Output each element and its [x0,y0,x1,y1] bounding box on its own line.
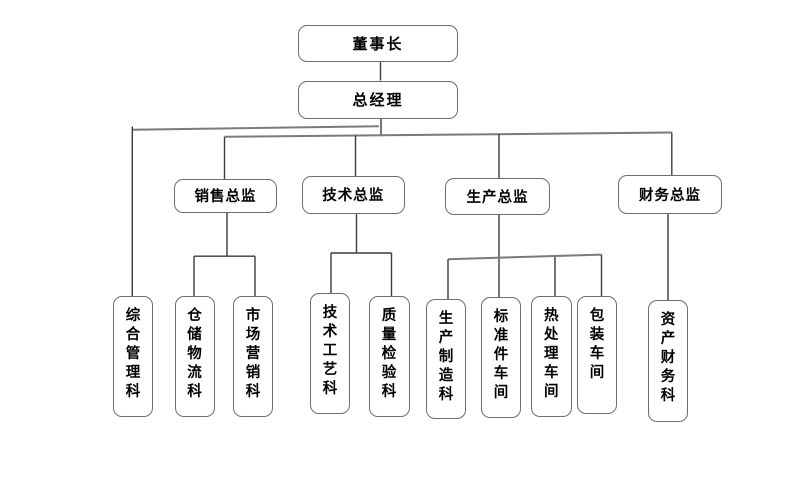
node-label: 热处理车间 [544,308,559,400]
node-general-manager: 总经理 [298,80,458,119]
node-label: 仓储物流科 [187,308,202,400]
connector-line [447,253,602,261]
connector-line [224,131,672,138]
node-label: 质量检验科 [381,308,397,400]
node-dept-general-management: 综合管理科 [113,295,153,417]
node-label: 包装车间 [589,307,605,381]
node-dept-technical-process: 技术工艺科 [310,293,350,414]
node-director-production: 生产总监 [445,178,550,215]
node-label: 标准件车间 [493,308,509,401]
node-dept-quality-inspection: 质量检验科 [368,296,410,417]
node-director-sales: 销售总监 [174,179,277,213]
node-dept-production-manufacturing: 生产制造科 [426,299,466,419]
connector-line [131,125,380,131]
node-workshop-standard-parts: 标准件车间 [481,296,521,418]
node-director-technology: 技术总监 [301,175,405,214]
node-dept-marketing: 市场营销科 [233,296,273,417]
node-label: 技术工艺科 [322,305,338,397]
node-label: 综合管理科 [125,307,141,400]
node-chairman: 董事长 [298,25,458,62]
node-label: 资产财务科 [660,312,676,404]
node-workshop-packaging: 包装车间 [577,295,617,414]
node-dept-warehouse-logistics: 仓储物流科 [174,296,215,417]
node-dept-asset-finance: 资产财务科 [648,300,688,422]
node-label: 市场营销科 [245,308,261,400]
node-workshop-heat-treatment: 热处理车间 [531,296,572,417]
node-label: 生产制造科 [438,311,454,403]
node-director-finance: 财务总监 [618,175,722,214]
